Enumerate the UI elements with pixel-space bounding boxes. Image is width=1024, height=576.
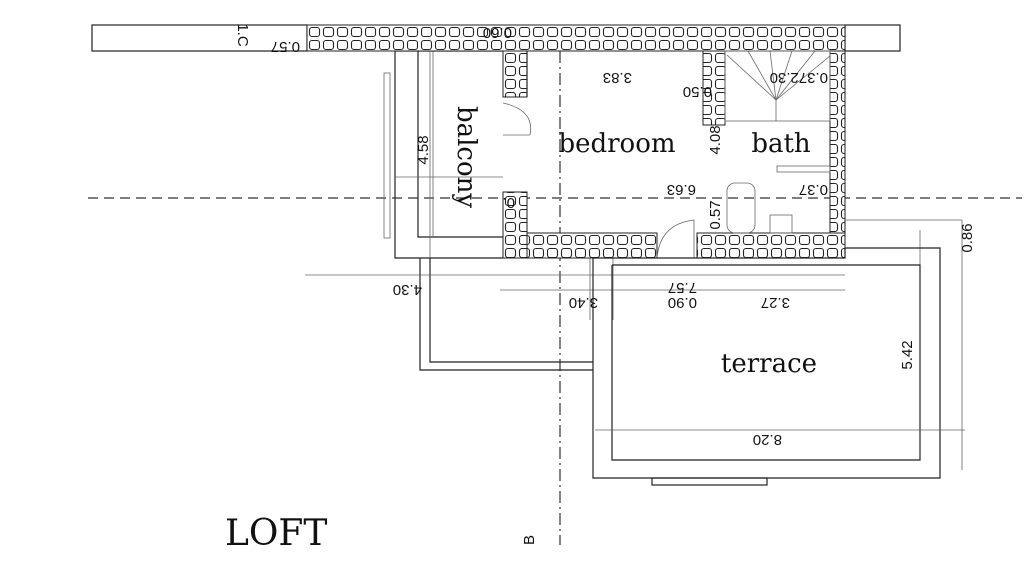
towel-rail <box>776 165 831 173</box>
dim-label: 0.372.30 <box>770 69 828 86</box>
dim-label: 0.60 <box>483 24 512 41</box>
stairs <box>724 50 831 122</box>
dim-label: 3.83 <box>603 69 632 86</box>
dim-label: 3.27 <box>761 294 790 311</box>
walls <box>306 24 846 259</box>
dim-label: 4.58 <box>415 135 432 164</box>
dim-label: 0.90 <box>668 294 697 311</box>
dim-label: 0.57 <box>707 200 724 229</box>
shower-tray <box>769 214 793 234</box>
room-label-bath: bath <box>751 129 811 159</box>
terrace-area <box>592 247 965 486</box>
section-mark: B <box>521 535 538 545</box>
dim-label: 0. <box>502 194 515 211</box>
dim-label: 0.86 <box>959 223 976 252</box>
balcony-door <box>502 102 532 136</box>
bathtub <box>726 182 756 234</box>
dim-label: 1.C <box>234 23 251 47</box>
dim-label: 0.50 <box>683 83 712 100</box>
dim-label: 4.30 <box>393 281 422 298</box>
plan-title: LOFT <box>225 513 327 554</box>
room-label-balcony: balcony <box>451 106 481 208</box>
bedroom-door <box>656 219 695 259</box>
roof-slab-right <box>844 24 901 52</box>
dim-label: 5.42 <box>899 340 916 369</box>
dim-label: 0.57 <box>271 38 300 55</box>
room-label-terrace: terrace <box>721 349 817 379</box>
dim-label: 0.37 <box>799 181 828 198</box>
dim-label: 7.57 <box>668 279 697 296</box>
dim-label: 4.08 <box>707 125 724 154</box>
dim-label: 3.40 <box>569 294 598 311</box>
balcony-area <box>383 50 593 371</box>
room-label-bedroom: bedroom <box>558 129 675 159</box>
dim-label: 6.63 <box>667 181 696 198</box>
dim-label: 8.20 <box>753 431 782 448</box>
dimension-lines <box>305 51 963 470</box>
